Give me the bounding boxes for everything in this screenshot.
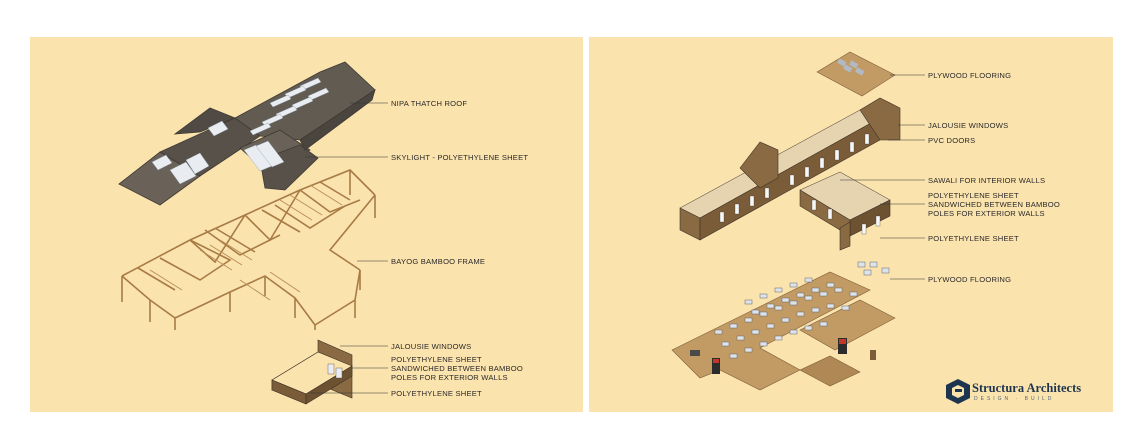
brand-name: Structura Architects: [972, 381, 1082, 395]
brand-tagline: DESIGN · BUILD: [974, 396, 1055, 402]
label-plywood-flooring-top: PLYWOOD FLOORING: [928, 71, 1012, 80]
label-poly-sandwich-line3-left: POLES FOR EXTERIOR WALLS: [391, 373, 508, 382]
label-jalousie-windows-left: JALOUSIE WINDOWS: [391, 342, 472, 351]
label-sawali: SAWALI FOR INTERIOR WALLS: [928, 176, 1046, 185]
label-skylight: SKYLIGHT - POLYETHYLENE SHEET: [391, 153, 529, 162]
label-jalousie-windows-right: JALOUSIE WINDOWS: [928, 121, 1009, 130]
exterior-wall-module: [271, 339, 353, 405]
brand-block: Structura Architects DESIGN · BUILD: [944, 378, 1104, 408]
equipment-blocks: [690, 338, 876, 374]
structura-logo-icon: [946, 379, 970, 404]
leader-lines-right: [840, 74, 925, 280]
plywood-flooring-top: [816, 51, 896, 97]
nipa-thatch-roof: [118, 61, 376, 206]
label-poly-sandwich-line2-left: SANDWICHED BETWEEN BAMBOO: [391, 364, 523, 373]
label-poly-sheet-left: POLYETHYLENE SHEET: [391, 389, 482, 398]
label-poly-sandwich-line1-left: POLYETHYLENE SHEET: [391, 355, 482, 364]
label-pvc-doors: PVC DOORS: [928, 136, 976, 145]
bayog-bamboo-frame: [121, 169, 376, 330]
label-poly-sheet-right: POLYETHYLENE SHEET: [928, 234, 1019, 243]
skylight-polyethylene-sheets: [151, 77, 330, 185]
plywood-flooring-with-furniture: [671, 271, 896, 391]
leader-lines-left: [305, 102, 388, 394]
jalousie-window-strips: [719, 133, 881, 235]
label-poly-sandwich-line2-right: SANDWICHED BETWEEN BAMBOO: [928, 200, 1060, 209]
bamboo-frame-rafters: [149, 184, 343, 301]
label-poly-sandwich-line1-right: POLYETHYLENE SHEET: [928, 191, 1019, 200]
label-bamboo-frame: BAYOG BAMBOO FRAME: [391, 257, 486, 266]
label-poly-sandwich-line3-right: POLES FOR EXTERIOR WALLS: [928, 209, 1045, 218]
desks-and-chairs: [714, 261, 890, 359]
label-nipa-thatch-roof: NIPA THATCH ROOF: [391, 99, 468, 108]
label-plywood-flooring-bottom: PLYWOOD FLOORING: [928, 275, 1012, 284]
exterior-wall-assembly: [679, 97, 901, 251]
